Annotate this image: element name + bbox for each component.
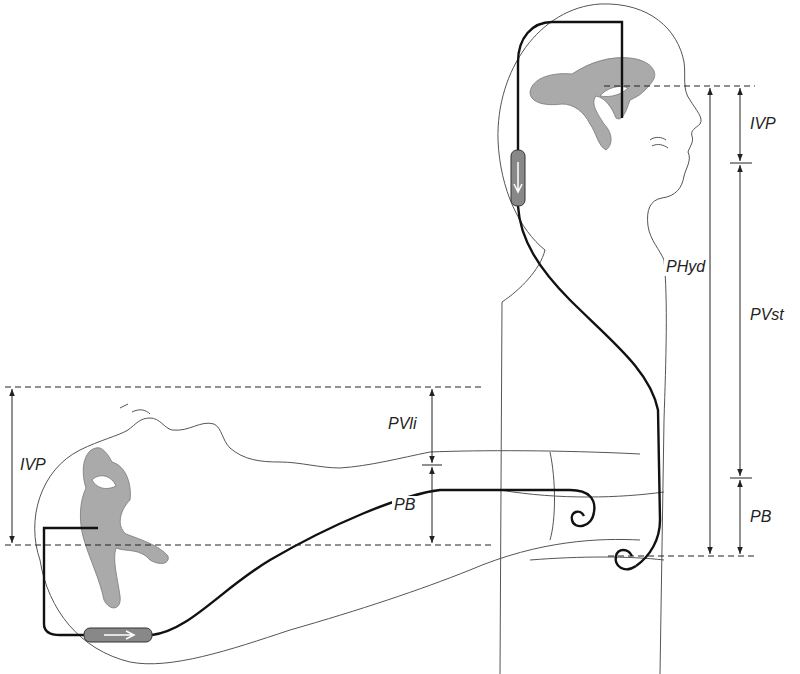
shunt-valve [84, 150, 525, 642]
dimension-lines [5, 86, 755, 556]
pressure-label: PHyd [664, 258, 707, 276]
pressure-label: PB [748, 508, 773, 526]
pressure-label: PVli [386, 415, 418, 433]
pressure-label: IVP [748, 115, 778, 133]
pressure-label: PVst [748, 306, 786, 324]
lying-body [35, 404, 640, 664]
ventricles [80, 58, 654, 608]
standing-body [498, 4, 701, 674]
shunt-catheter [44, 22, 660, 635]
pressure-label: PB [392, 496, 417, 514]
pressure-label: IVP [18, 456, 48, 474]
